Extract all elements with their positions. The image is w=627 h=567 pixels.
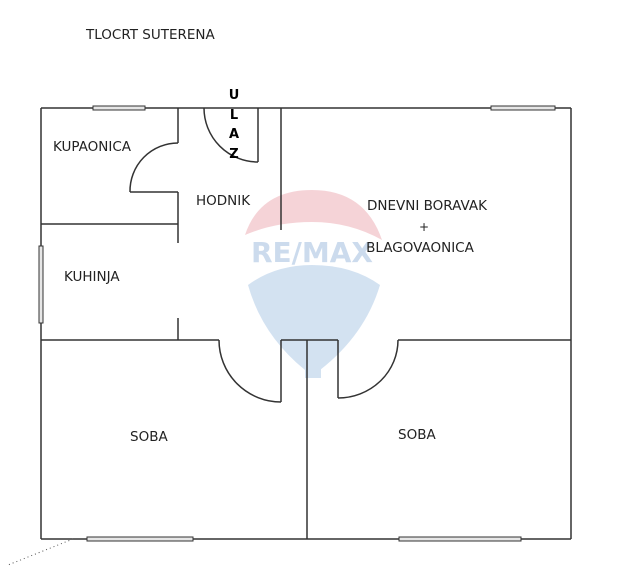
entrance-letter: Z (229, 146, 239, 162)
entrance-letter: A (228, 127, 240, 142)
watermark-text: RE/MAX (251, 236, 373, 269)
dotted-line (7, 538, 74, 566)
watermark-balloon: RE/MAX (245, 190, 382, 378)
window (86, 536, 194, 542)
room-bathroom: KUPAONICA (53, 139, 132, 155)
window (92, 105, 146, 111)
room-living-line1: DNEVNI BORAVAK (367, 198, 487, 214)
room-kitchen: KUHINJA (64, 269, 120, 285)
window (398, 536, 522, 542)
window (490, 105, 556, 111)
room-living-line2: BLAGOVAONICA (366, 240, 474, 256)
room-bedroom-left: SOBA (130, 429, 168, 445)
plan-title: TLOCRT SUTERENA (86, 27, 215, 43)
room-living-plus: + (418, 220, 430, 234)
entrance-letter: U (228, 88, 240, 103)
room-bedroom-right: SOBA (398, 427, 436, 443)
windows (38, 105, 556, 542)
room-hallway: HODNIK (196, 193, 251, 209)
entrance-label: U L A Z (228, 86, 240, 164)
entrance-letter: L (229, 107, 239, 123)
window (38, 245, 44, 324)
